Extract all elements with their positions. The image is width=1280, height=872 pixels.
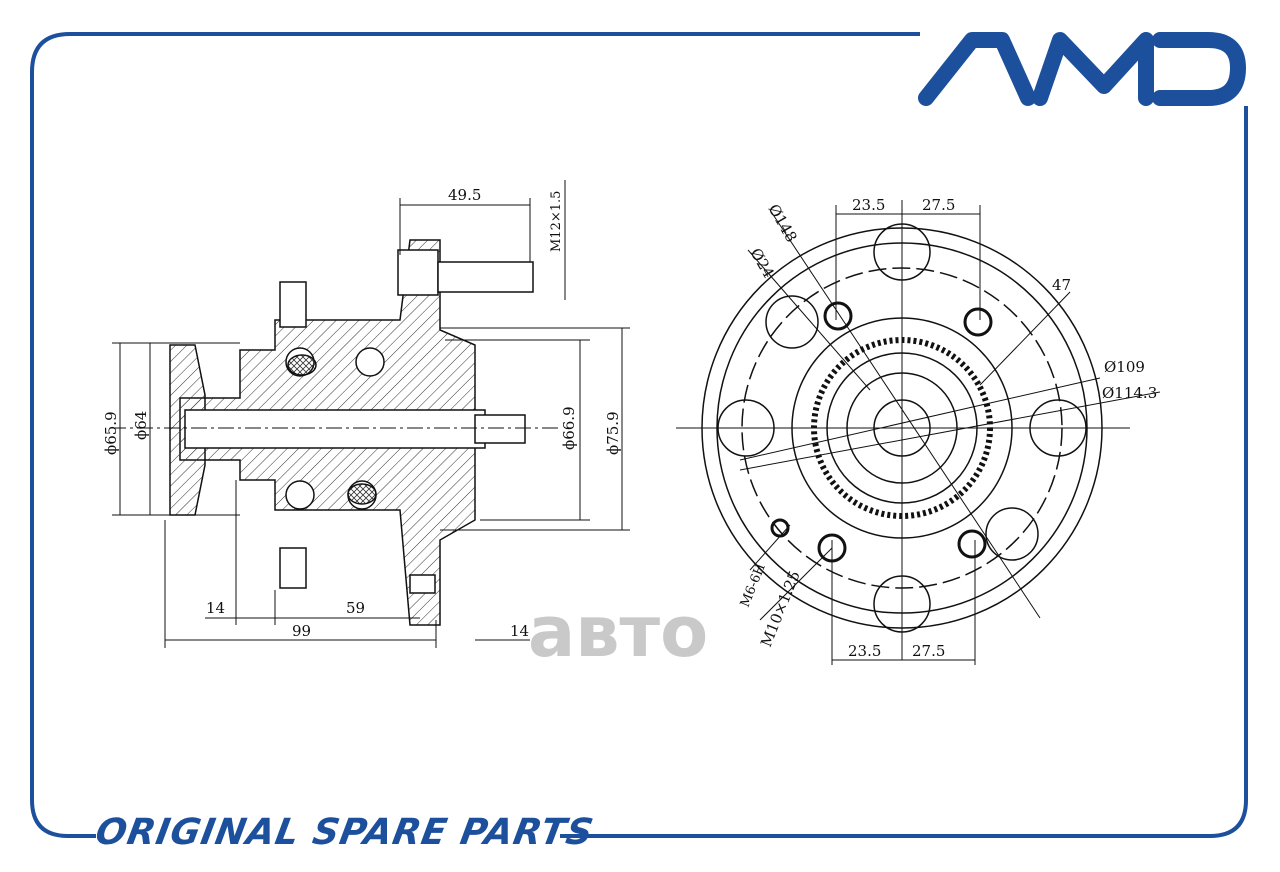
amd-logo bbox=[918, 32, 1246, 106]
dim-m6: M6-6H bbox=[738, 562, 769, 610]
dim-47: 47 bbox=[1052, 276, 1071, 294]
dim-d75-9: ϕ75.9 bbox=[604, 411, 622, 455]
dim-top-27-5: 27.5 bbox=[922, 196, 955, 214]
dim-d114-3: Ø114.3 bbox=[1102, 384, 1157, 402]
front-view bbox=[676, 200, 1161, 665]
side-view bbox=[110, 180, 630, 648]
dim-d65-9: ϕ65.9 bbox=[102, 411, 120, 455]
dim-bot-27-5: 27.5 bbox=[912, 642, 945, 660]
dim-bot-23-5: 23.5 bbox=[848, 642, 881, 660]
dim-top-23-5: 23.5 bbox=[852, 196, 885, 214]
dim-99: 99 bbox=[292, 622, 311, 640]
blue-frame bbox=[30, 32, 1248, 838]
dim-d109: Ø109 bbox=[1104, 358, 1145, 376]
dim-14-left: 14 bbox=[206, 599, 225, 617]
dim-14-right: 14 bbox=[510, 622, 529, 640]
dim-59: 59 bbox=[346, 599, 365, 617]
dim-d66-9: ϕ66.9 bbox=[560, 406, 578, 450]
dim-m10: M10×1.25 bbox=[757, 568, 804, 649]
watermark: авто bbox=[528, 591, 708, 673]
dim-d64: ϕ64 bbox=[132, 411, 150, 440]
dim-m12: M12×1.5 bbox=[549, 191, 564, 252]
footer-text: ORIGINAL SPARE PARTS bbox=[92, 812, 597, 853]
dim-d148: Ø148 bbox=[765, 201, 801, 245]
dim-49-5: 49.5 bbox=[448, 186, 481, 204]
